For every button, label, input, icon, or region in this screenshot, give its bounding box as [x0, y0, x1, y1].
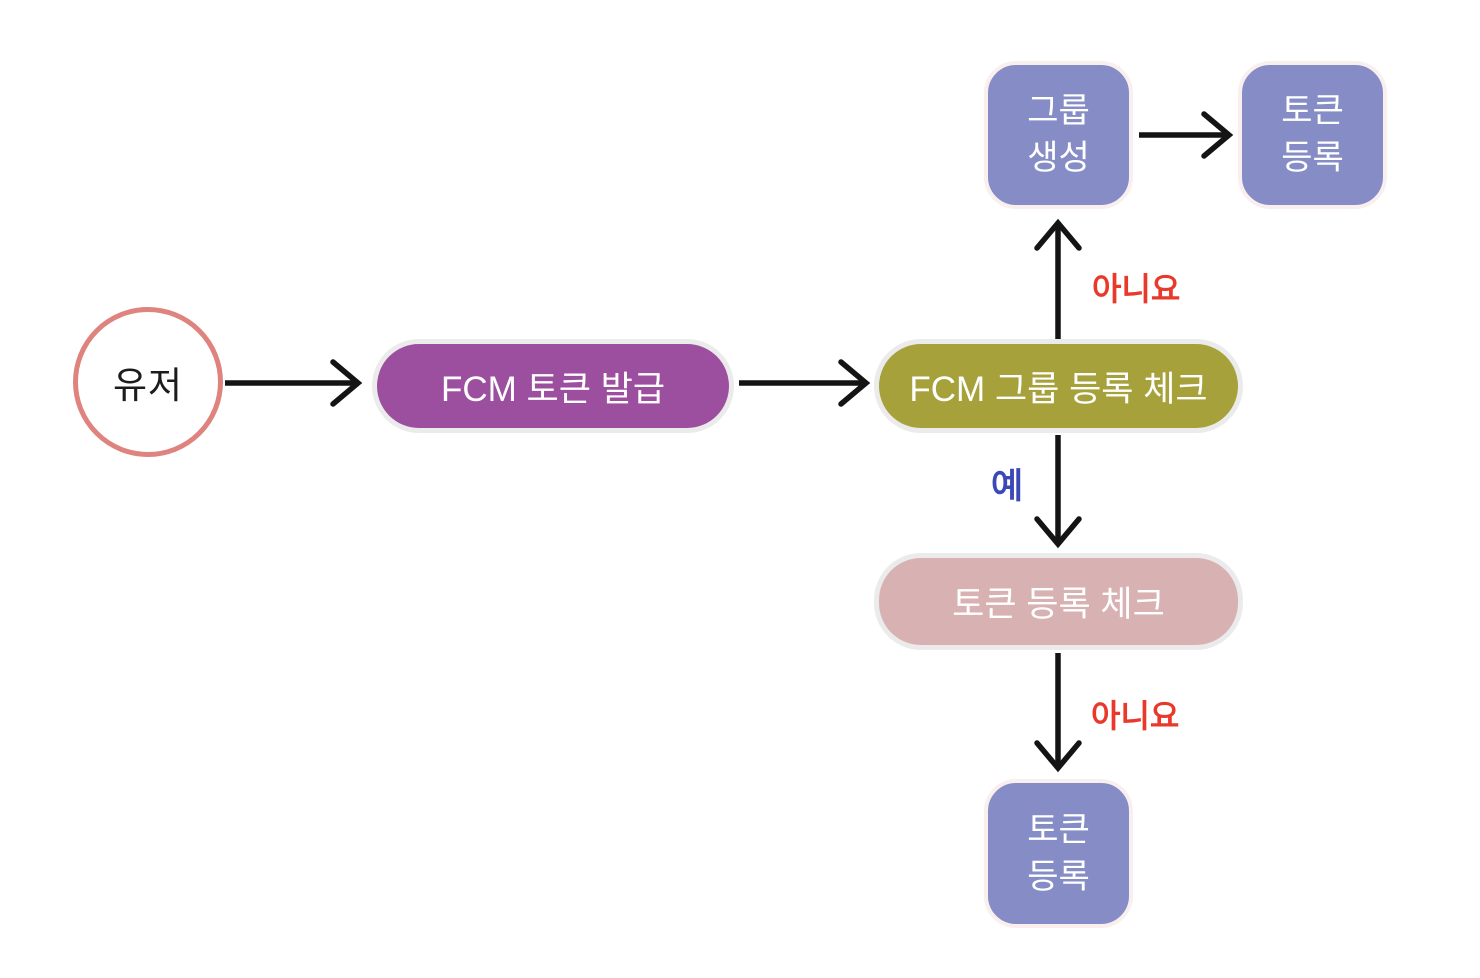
arrow-group-create-to-token-register [1139, 111, 1234, 159]
node-fcm-token-issue: FCM 토큰 발급 [372, 339, 734, 433]
node-token-check-label: 토큰 등록 체크 [952, 585, 1165, 624]
node-user: 유저 [73, 307, 223, 457]
node-token-register-top-line1: 토큰 [1281, 92, 1344, 131]
arrow-user-to-token-issue [225, 359, 363, 407]
node-user-label: 유저 [112, 365, 184, 406]
node-token-register-top-line2: 등록 [1281, 139, 1344, 177]
arrow-group-check-to-token-check-down [1034, 435, 1082, 549]
node-token-register-bottom-line1: 토큰 [1027, 810, 1090, 849]
arrow-token-issue-to-group-check [739, 359, 871, 407]
node-token-register-bottom-line2: 등록 [1027, 857, 1090, 896]
edge-label-yes: 예 [991, 467, 1024, 506]
node-group-create-line2: 생성 [1027, 139, 1090, 177]
node-group-create-line1: 그룹 [1027, 92, 1090, 131]
node-token-register-bottom: 토큰 등록 [984, 779, 1133, 928]
edge-label-no-bottom: 아니요 [1091, 698, 1180, 734]
node-fcm-group-check: FCM 그룹 등록 체크 [874, 339, 1243, 433]
arrow-token-check-to-token-register-down [1034, 653, 1082, 773]
arrow-group-check-to-group-create-up [1034, 218, 1082, 340]
node-fcm-token-issue-label: FCM 토큰 발급 [440, 369, 666, 409]
node-token-register-top: 토큰 등록 [1238, 61, 1387, 209]
node-fcm-group-check-label: FCM 그룹 등록 체크 [909, 369, 1208, 409]
node-token-check: 토큰 등록 체크 [874, 553, 1243, 650]
edge-label-no-top: 아니요 [1092, 271, 1181, 307]
node-group-create: 그룹 생성 [984, 61, 1133, 209]
